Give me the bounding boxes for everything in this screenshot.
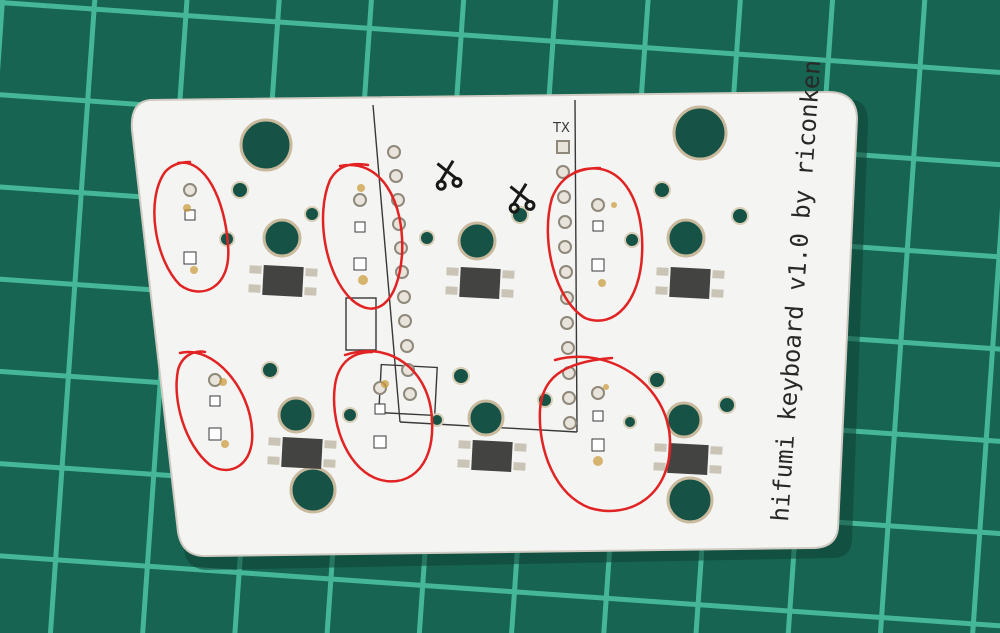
red-markings (153, 160, 672, 513)
diode-pads (183, 183, 617, 466)
scissors-icon (435, 159, 536, 214)
mounting-holes (239, 105, 728, 524)
marker-circle-bottom-3 (538, 355, 672, 513)
led-footprints (248, 264, 725, 476)
tx-label: TX (552, 121, 570, 136)
marker-circle-bottom-2 (332, 349, 434, 483)
marker-circle-top-left (153, 160, 230, 293)
marker-circle-top-2 (321, 162, 404, 310)
marker-circle-top-3 (546, 166, 644, 322)
small-holes (219, 181, 749, 429)
marker-circle-bottom-left (175, 350, 254, 472)
